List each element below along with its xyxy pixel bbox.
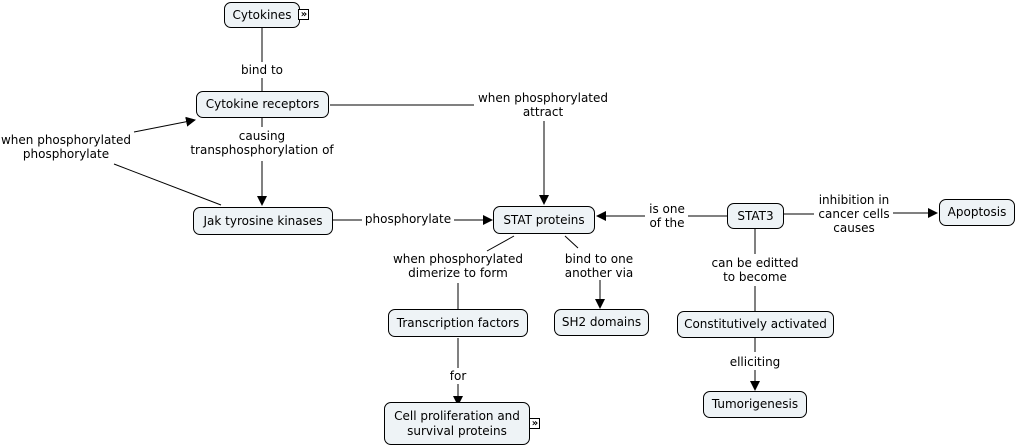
link-for: for	[447, 369, 469, 383]
concept-label: Cytokine receptors	[205, 97, 320, 111]
concept-label: Constitutively activated	[684, 317, 827, 331]
expand-resources-icon[interactable]: »	[529, 418, 540, 429]
link-causing-transphosphorylation: causing transphosphorylation of	[188, 129, 336, 157]
link-text-line-2: phosphorylate	[22, 147, 110, 161]
link-text-line-2: cancer cells	[818, 207, 890, 221]
link-inhibition-causes: inhibition in cancer cells causes	[816, 193, 892, 235]
link-can-be-editted: can be editted to become	[709, 256, 801, 284]
concept-label: Apoptosis	[947, 205, 1007, 219]
concept-tumorigenesis[interactable]: Tumorigenesis	[703, 391, 807, 418]
concept-stat3[interactable]: STAT3	[727, 203, 784, 229]
concept-cytokines[interactable]: Cytokines	[224, 2, 300, 28]
concept-label: STAT proteins	[503, 212, 585, 227]
link-text: elliciting	[729, 355, 781, 369]
link-is-one-of-the: is one of the	[647, 202, 687, 230]
link-bind-to-one-another-via: bind to one another via	[562, 252, 636, 280]
link-text-line-2: another via	[564, 266, 634, 280]
concept-label-line-1: Cell proliferation and	[394, 408, 520, 423]
link-dimerize-to-form: when phosphorylated dimerize to form	[390, 252, 526, 280]
link-when-phosphorylated-phosphorylate: when phosphorylated phosphorylate	[0, 133, 134, 161]
link-text-line-1: causing	[238, 129, 286, 143]
concept-label: SH2 domains	[561, 315, 642, 329]
link-text-line-1: is one	[649, 202, 685, 216]
expand-resources-icon[interactable]: »	[298, 9, 309, 20]
link-text: for	[449, 369, 467, 383]
link-text-line-1: inhibition in	[818, 193, 890, 207]
link-phosphorylate: phosphorylate	[362, 212, 454, 226]
concept-label-line-2: survival proteins	[407, 423, 507, 438]
link-text-line-2: attract	[522, 105, 564, 119]
concept-constitutively-activated[interactable]: Constitutively activated	[677, 311, 834, 338]
link-text-line-1: when phosphorylated	[392, 252, 524, 266]
link-text-line-1: can be editted	[711, 256, 799, 270]
link-text: phosphorylate	[364, 212, 452, 226]
concept-label: Cytokines	[232, 7, 292, 22]
link-text-line-2: dimerize to form	[408, 266, 508, 280]
concept-apoptosis[interactable]: Apoptosis	[939, 199, 1015, 226]
concept-label: STAT3	[737, 208, 774, 223]
concept-label: Tumorigenesis	[711, 397, 799, 411]
concept-jak-tyrosine-kinases[interactable]: Jak tyrosine kinases	[193, 207, 333, 235]
edge-whenphos-receptors	[133, 116, 196, 133]
concept-sh2-domains[interactable]: SH2 domains	[554, 309, 649, 336]
edge-stat-bindone	[564, 235, 579, 249]
concept-stat-proteins[interactable]: STAT proteins	[493, 206, 595, 234]
edge-stat-dimerize	[486, 235, 515, 252]
concept-label: Transcription factors	[396, 315, 520, 330]
link-text-line-2: of the	[649, 216, 685, 230]
concept-cytokine-receptors[interactable]: Cytokine receptors	[196, 91, 329, 118]
link-text-line-1: when phosphorylated	[477, 91, 609, 105]
link-text-line-3: causes	[833, 221, 875, 235]
link-elliciting: elliciting	[727, 355, 783, 369]
link-text-line-1: when phosphorylated	[0, 133, 132, 147]
link-text: bind to	[240, 63, 284, 77]
link-text-line-2: transphosphorylation of	[190, 143, 334, 157]
link-text-line-1: bind to one	[564, 252, 634, 266]
link-bind-to: bind to	[238, 63, 286, 77]
link-when-phosphorylated-attract: when phosphorylated attract	[475, 91, 611, 119]
concept-label: Jak tyrosine kinases	[203, 213, 323, 228]
concept-transcription-factors[interactable]: Transcription factors	[388, 309, 528, 337]
concept-cell-proliferation[interactable]: Cell proliferation and survival proteins	[384, 402, 530, 445]
link-text-line-2: to become	[723, 270, 787, 284]
edge-jak-whenphos	[113, 163, 222, 206]
